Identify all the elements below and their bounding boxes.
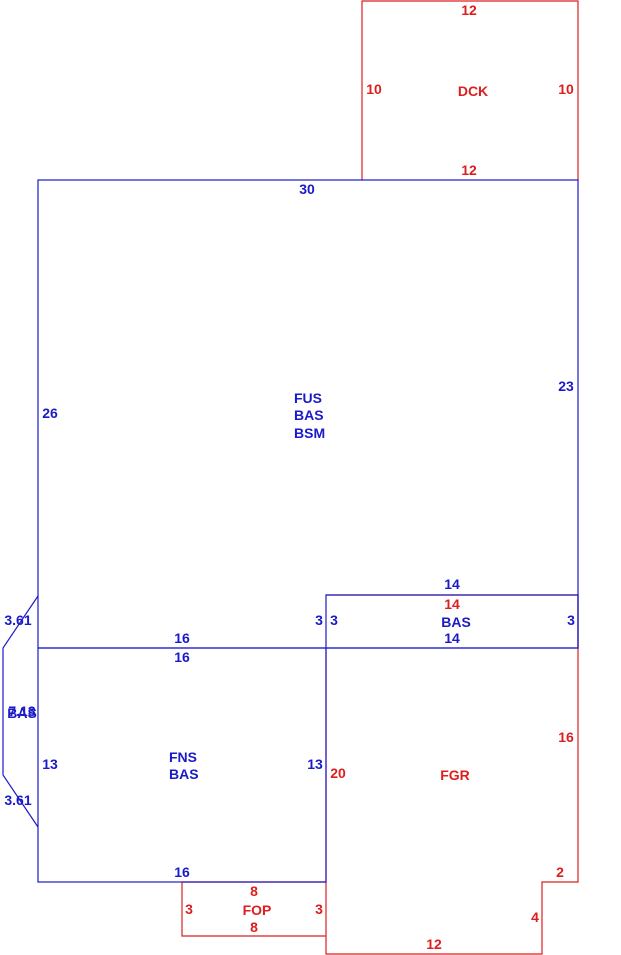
fgr-notch-side-dim: 4 [531,909,539,925]
dck-left-dim: 10 [366,81,382,97]
fns-left-dim: 13 [42,756,58,772]
fns-label-bas: BAS [169,766,199,782]
bas-strip-label: BAS [441,614,471,630]
main-label-bas: BAS [294,407,324,423]
deck-outline [361,0,579,180]
bay-overlap-dim: 7.13 [8,703,35,719]
main-top-dim: 30 [299,181,315,197]
dck-area-label: DCK [458,83,488,99]
bas-strip-left-outer-dim: 3 [315,612,323,628]
fns-bottom-dim: 16 [174,864,190,880]
bay-outline [2,595,39,828]
main-label-fus: FUS [294,390,322,406]
fns-top-dim: 16 [174,649,190,665]
fns-top-outer-dim: 16 [174,630,190,646]
fop-bottom-dim: 8 [250,919,258,935]
fgr-left-dim: 20 [330,765,346,781]
fop-left-dim: 3 [185,901,193,917]
fns-label-fns: FNS [169,749,197,765]
fgr-bottom-dim: 12 [426,936,442,952]
bas-strip-right-dim: 3 [567,612,575,628]
fop-area-label: FOP [243,902,272,918]
fop-right-dim: 3 [315,901,323,917]
bas-strip-top-dim: 14 [444,576,460,592]
fns-right-dim: 13 [307,756,323,772]
bay-bottom-dim: 3.61 [4,792,31,808]
fgr-area-label: FGR [440,767,470,783]
main-label-bsm: BSM [294,425,325,441]
bay-area-label: BAS [7,705,37,721]
main-right-dim: 23 [558,378,574,394]
fop-top-dim: 8 [250,883,258,899]
fns-outline [37,647,327,883]
dck-bottom-dim: 12 [461,162,477,178]
bas-strip-top-inner-dim: 14 [444,596,460,612]
bas-strip-bottom-dim: 14 [444,630,460,646]
fgr-right-dim: 16 [558,729,574,745]
bas-strip-left-dim: 3 [330,612,338,628]
fgr-notch-top-dim: 2 [556,864,564,880]
main-left-dim: 26 [42,405,58,421]
dck-right-dim: 10 [558,81,574,97]
bas-strip-outline [325,594,579,649]
dck-top-dim: 12 [461,2,477,18]
bay-top-dim: 3.61 [4,612,31,628]
